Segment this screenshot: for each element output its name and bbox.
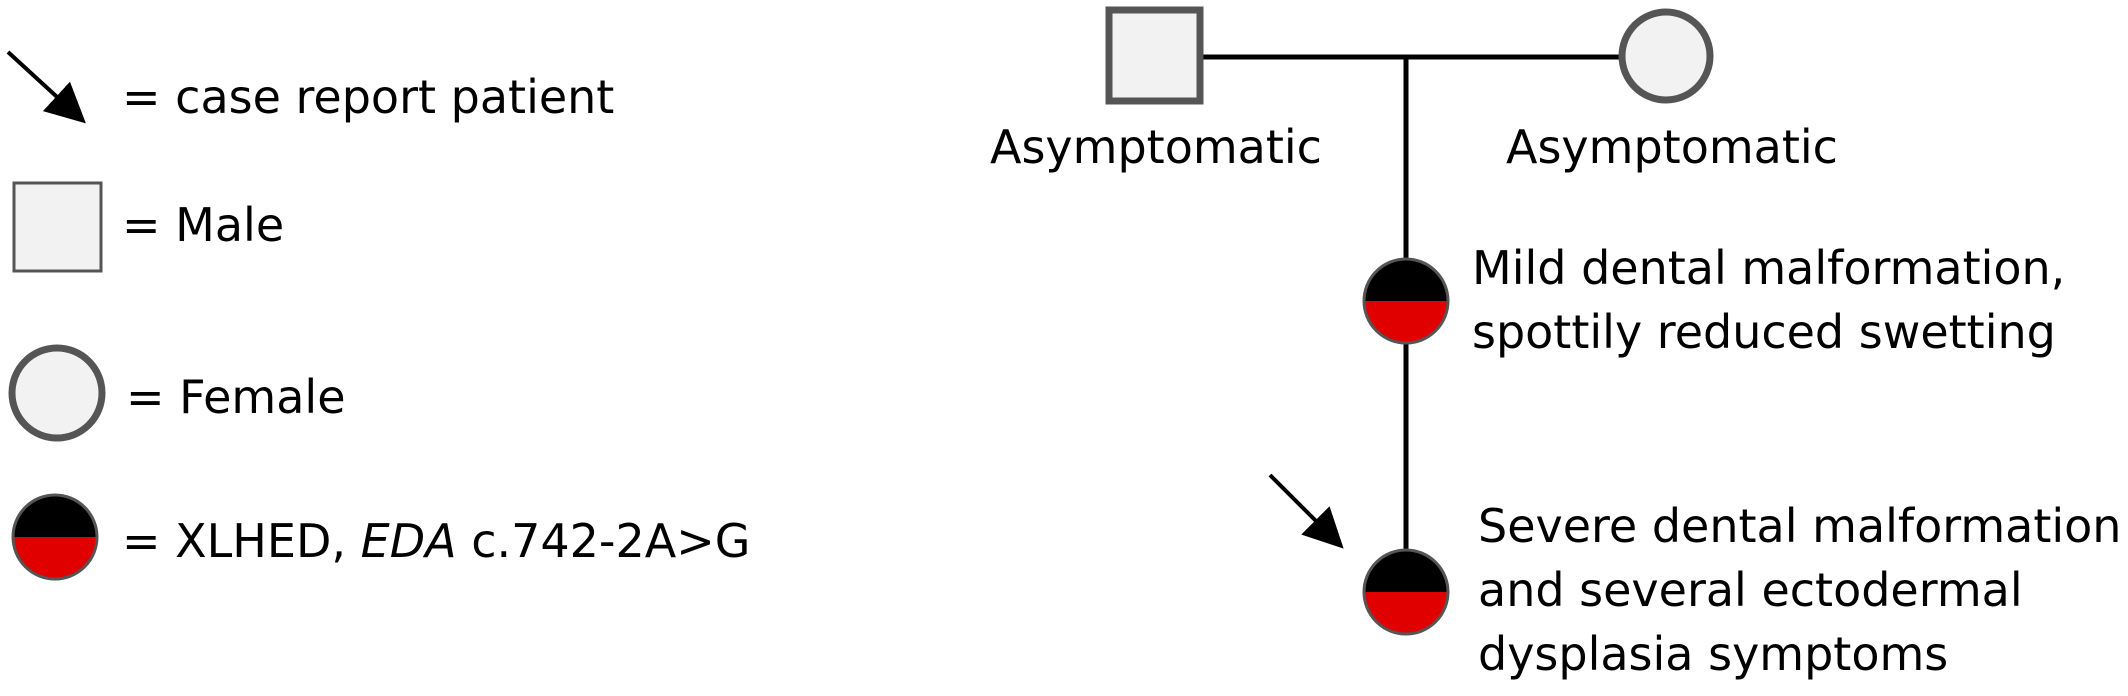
daughter-label-line-2: spottily reduced swetting — [1472, 305, 2056, 359]
proband-label-line-3: dysplasia symptoms — [1478, 627, 1949, 681]
legend-arrow-icon — [6, 50, 86, 124]
legend-male-square — [12, 181, 103, 273]
proband-affected-circle — [1362, 548, 1450, 636]
legend-affected-prefix: = XLHED, — [122, 514, 361, 568]
daughter-label: Mild dental malformation, spottily reduc… — [1472, 236, 2065, 364]
legend-arrow-label: = case report patient — [122, 70, 615, 124]
legend-affected-circle — [11, 493, 99, 581]
father-square — [1105, 6, 1204, 105]
legend-female-circle — [8, 344, 106, 442]
legend-affected-label: = XLHED, EDA c.742-2A>G — [122, 518, 750, 564]
proband-label-line-1: Severe dental malformation — [1478, 499, 2122, 553]
proband-label: Severe dental malformation and several e… — [1478, 494, 2121, 686]
daughter-affected-circle — [1362, 257, 1450, 345]
proband-label-line-2: and several ectodermal — [1478, 563, 2023, 617]
legend-affected-gene: EDA — [360, 514, 457, 568]
legend-female-label: = Female — [126, 370, 346, 424]
mother-circle — [1618, 8, 1714, 104]
proband-arrow-icon — [1268, 473, 1344, 549]
daughter-label-line-1: Mild dental malformation, — [1472, 241, 2066, 295]
mother-label: Asymptomatic — [1506, 120, 1838, 174]
legend-male-label: = Male — [122, 198, 285, 252]
father-label: Asymptomatic — [990, 120, 1322, 174]
legend-affected-suffix: c.742-2A>G — [456, 514, 751, 568]
